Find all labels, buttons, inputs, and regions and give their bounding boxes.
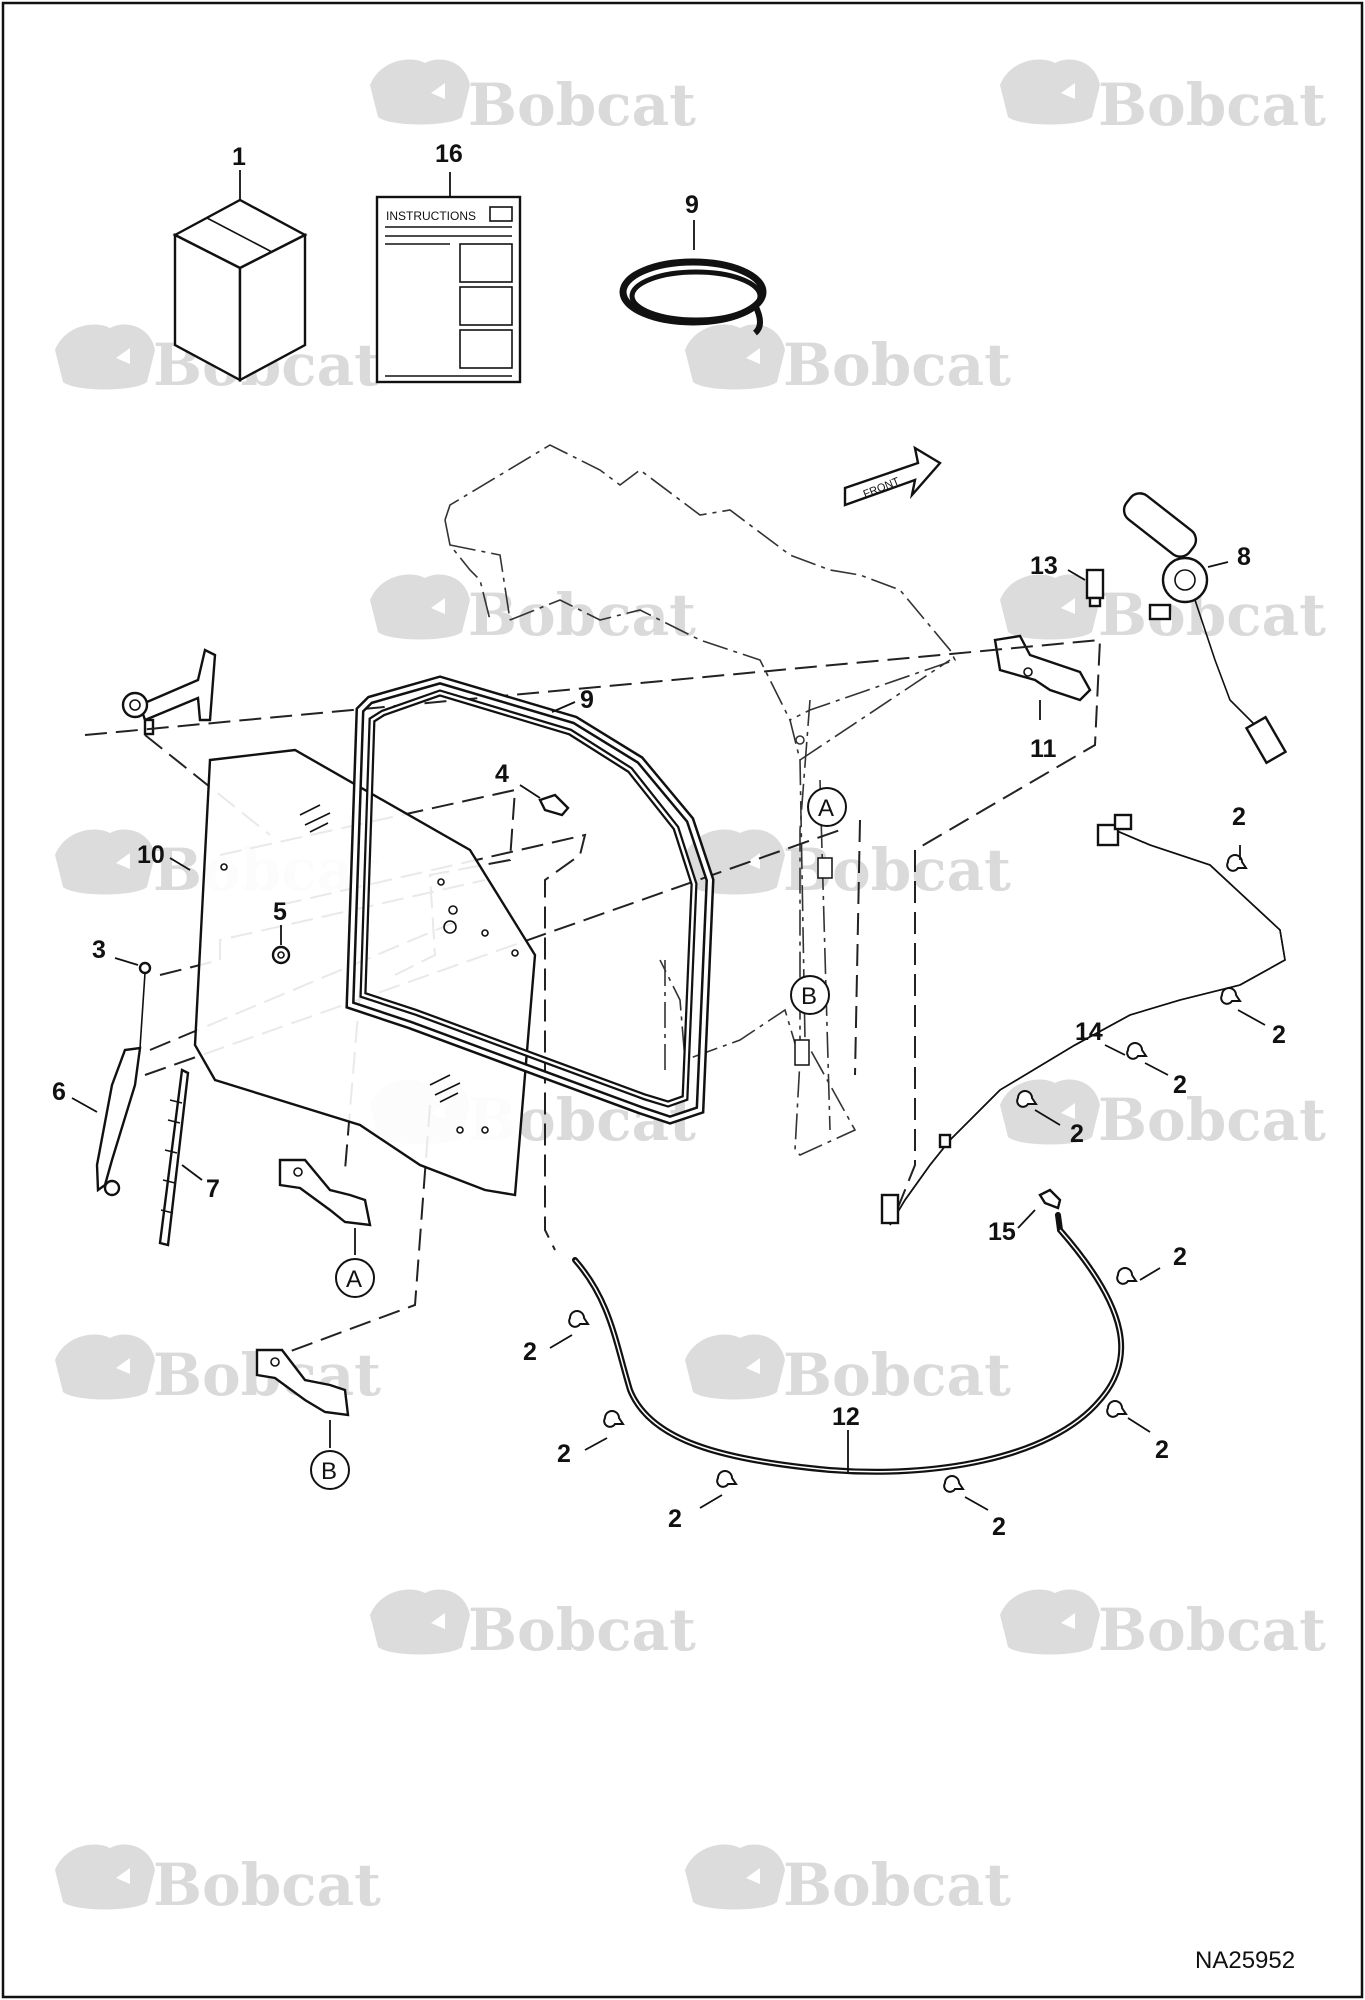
front-arrow (843, 445, 942, 507)
ref-marker-circle (807, 787, 847, 827)
clamp-icon (1226, 854, 1247, 872)
wiring-harness-part (880, 813, 1286, 1226)
ref-marker-b-bottom: B (321, 1458, 337, 1485)
watermark-text: Bobcat (1098, 1086, 1326, 1154)
connector-part (1017, 1188, 1062, 1229)
callout-9-top: 9 (685, 191, 699, 219)
callout-11: 11 (1030, 735, 1057, 763)
callout-2: 2 (992, 1513, 1006, 1541)
clamp-icon (943, 1475, 964, 1493)
clamp-icon (568, 1310, 589, 1328)
watermark-text: Bobcat (468, 1596, 696, 1664)
wiper-motor-part (1122, 492, 1288, 765)
callout-3: 3 (92, 936, 106, 964)
ref-marker-b-top: B (801, 983, 817, 1010)
drawing-number: NA25952 (1195, 1947, 1295, 1974)
callout-5: 5 (273, 898, 287, 926)
wiper-arm-part (71, 1046, 142, 1197)
ref-marker-a-top: A (818, 795, 834, 822)
callout-6: 6 (52, 1078, 66, 1106)
cab-connector (794, 1039, 810, 1066)
washer-hose-part (572, 1212, 1125, 1475)
ref-marker-circle (335, 1258, 375, 1298)
clamp-icon (603, 1410, 624, 1428)
clamp-icon (1116, 1267, 1137, 1285)
watermark-text: Bobcat (1098, 1596, 1326, 1664)
instructions-title: INSTRUCTIONS (386, 209, 476, 223)
clamp-icon (716, 1470, 737, 1488)
callout-7: 7 (206, 1175, 220, 1203)
callout-2: 2 (1155, 1436, 1169, 1464)
clamp-icon (1106, 1400, 1127, 1418)
wiper-blade-part (158, 1068, 203, 1247)
watermark-row-1: Bobcat Bobcat (370, 59, 1326, 139)
watermark-text: Bobcat (783, 836, 1011, 904)
cab-outline (444, 444, 957, 1156)
callout-13: 13 (1030, 552, 1058, 580)
callout-16: 16 (435, 140, 463, 168)
clamp-icon (1126, 1042, 1147, 1060)
clamp-icon (1220, 987, 1241, 1005)
nut-part (271, 925, 291, 965)
callout-2: 2 (557, 1440, 571, 1468)
callout-2: 2 (1272, 1021, 1286, 1049)
watermark-row-6: Bobcat Bobcat (55, 1334, 1011, 1409)
wiper-pivot-part (121, 648, 217, 736)
nozzle-part (519, 784, 570, 817)
callout-4: 4 (495, 760, 509, 788)
callout-9-seal: 9 (580, 686, 594, 714)
callout-12: 12 (832, 1403, 860, 1431)
watermark-text: Bobcat (468, 581, 696, 649)
callout-1: 1 (232, 143, 246, 171)
ref-marker-circle (790, 975, 830, 1015)
watermark-text: Bobcat (153, 1851, 381, 1919)
callout-2: 2 (1173, 1071, 1187, 1099)
watermark-text: Bobcat (1098, 581, 1326, 649)
seal-coil-part (619, 220, 767, 336)
cab-connector (817, 857, 833, 879)
callout-10: 10 (137, 841, 165, 869)
ref-marker-a-bottom: A (346, 1266, 362, 1293)
watermark-row-8: Bobcat Bobcat (55, 1844, 1011, 1919)
watermark-text: Bobcat (783, 1851, 1011, 1919)
window-seal-part (345, 675, 715, 1125)
fuse-holder-part (1067, 568, 1105, 608)
callout-2: 2 (1232, 803, 1246, 831)
instructions-sheet-part (375, 172, 522, 384)
callout-8: 8 (1237, 543, 1251, 571)
watermark-text: Bobcat (468, 71, 696, 139)
kit-box-part (172, 170, 308, 383)
hinge-b-part (255, 1348, 350, 1448)
callout-2: 2 (1070, 1120, 1084, 1148)
bracket-part (993, 634, 1092, 720)
ref-marker-circle (310, 1450, 350, 1490)
watermark-text: Bobcat (1098, 71, 1326, 139)
screw-part (114, 957, 152, 1049)
callout-15: 15 (988, 1218, 1016, 1246)
hinge-a-part (278, 1158, 372, 1255)
watermark-text: Bobcat (783, 331, 1011, 399)
callout-2: 2 (1173, 1243, 1187, 1271)
callout-2: 2 (523, 1338, 537, 1366)
watermark-row-7: Bobcat Bobcat (370, 1589, 1326, 1664)
watermark-row-4: Bobcat Bobcat (55, 829, 1011, 904)
watermark-text: Bobcat (783, 1341, 1011, 1409)
callout-14: 14 (1075, 1018, 1103, 1046)
hose-clamps (549, 845, 1266, 1511)
callout-2: 2 (668, 1505, 682, 1533)
